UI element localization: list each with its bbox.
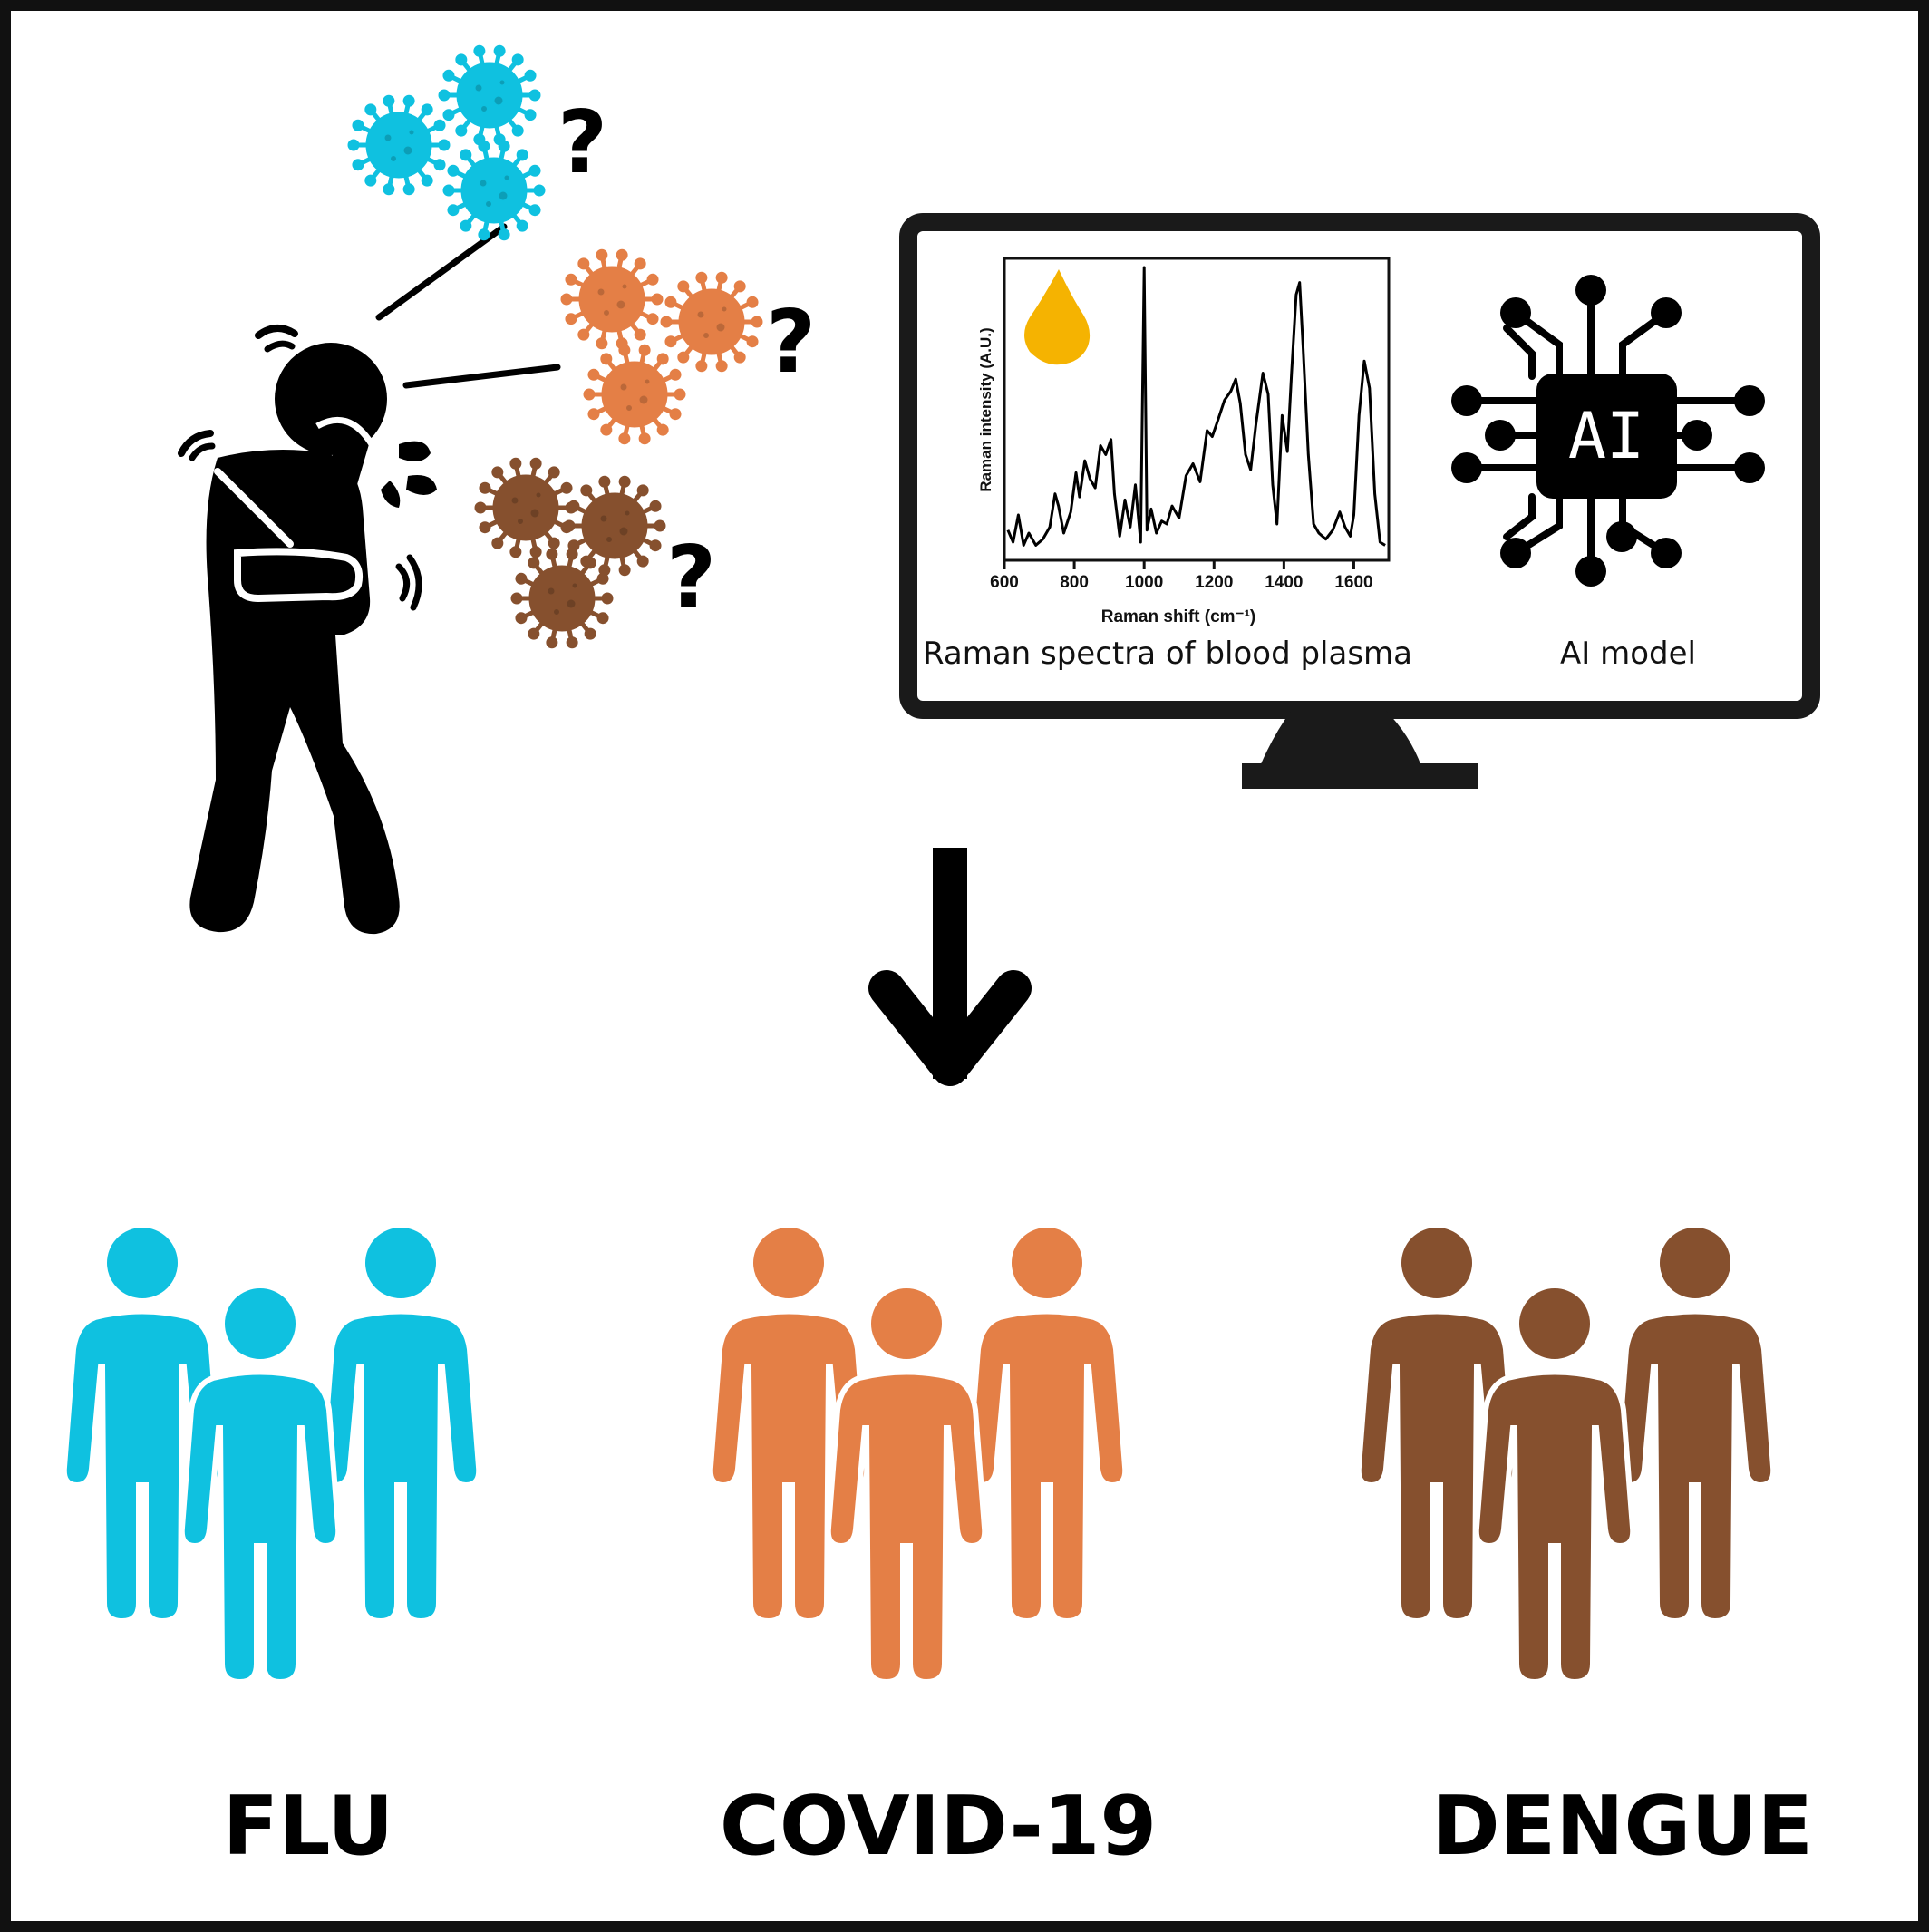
person-icon [969,1225,1125,1621]
plasma-drop-icon [1024,269,1091,365]
question-mark-dengue: ? [666,529,716,628]
coughing-person-icon [178,325,437,935]
spectrum-x-tick-label: 800 [1060,573,1089,592]
covid-virus-cluster [561,249,762,443]
spectrum-caption: Raman spectra of blood plasma [923,636,1412,672]
covid-virus-icon [584,345,685,443]
down-arrow-icon [868,848,1032,1086]
flu-virus-cluster [348,45,545,239]
spectrum-x-tick-label: 1200 [1195,573,1233,592]
people-group-covid [711,1225,1125,1682]
ai-chip-icon: AI [1451,275,1765,587]
covid-virus-icon [561,249,663,348]
flu-virus-icon [443,141,545,239]
people-group-flu [64,1225,479,1682]
spectrum-x-label: Raman shift (cm⁻¹) [1101,607,1256,626]
person-icon [323,1225,479,1621]
question-marks: ? ? ? [557,93,816,628]
spectrum-x-tick-label: 1400 [1265,573,1303,592]
question-mark-flu: ? [557,93,607,193]
spectrum-line [1006,266,1386,547]
spectrum-plot-frame [1003,257,1391,562]
monitor-icon [899,213,1820,789]
monitor-stand [1260,710,1421,766]
monitor-base [1242,763,1478,789]
spectrum-y-label: Raman intensity (A.U.) [977,327,994,491]
spectrum-x-tick-label: 600 [990,573,1019,592]
raman-spectrum-chart: 600 800 1000 1200 1400 1600 Raman intensity (… [923,257,1412,672]
covid-virus-icon [661,272,762,371]
group-label-flu: FLU [223,1779,394,1874]
dengue-virus-icon [511,549,613,647]
dengue-virus-icon [475,458,577,557]
spectrum-x-tick-label: 1000 [1125,573,1163,592]
cough-lines [375,223,561,389]
group-label-covid: COVID-19 [720,1779,1157,1874]
dengue-virus-cluster [475,458,665,647]
spectrum-x-tick-label: 1600 [1334,573,1372,592]
person-icon [1617,1225,1773,1621]
people-group-dengue [1359,1225,1773,1682]
group-label-dengue: DENGUE [1432,1779,1813,1874]
people-groups [64,1225,1773,1682]
flu-virus-icon [348,95,450,194]
ai-chip-label: AI [1568,399,1644,473]
question-mark-covid: ? [766,293,816,393]
ai-model-caption: AI model [1560,636,1696,672]
spectrum-x-ticks: 600 800 1000 1200 1400 1600 [990,560,1373,592]
dengue-virus-icon [564,476,665,575]
flu-virus-icon [439,45,540,144]
